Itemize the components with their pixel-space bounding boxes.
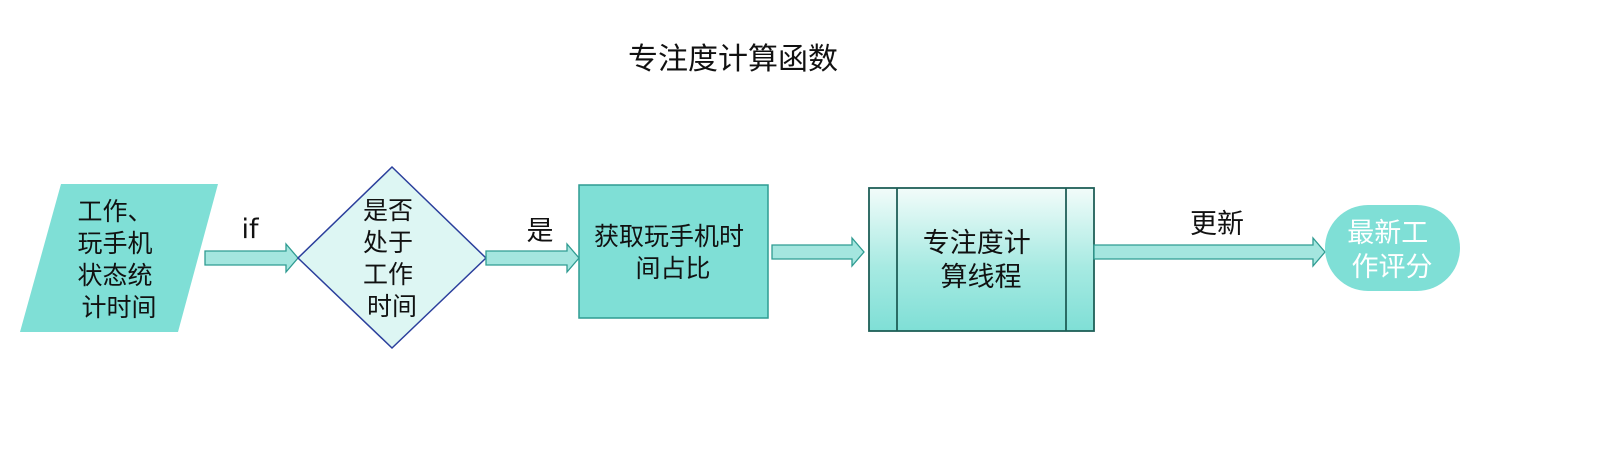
decision-diamond: [296, 165, 488, 350]
process-node-text: 获取玩手机时 间占比: [594, 222, 752, 283]
block-arrow: [1093, 236, 1326, 268]
process-node: 获取玩手机时 间占比: [578, 184, 769, 319]
subprocess-node: 专注度计 算线程: [868, 187, 1095, 332]
edge-label-if: if: [241, 214, 260, 245]
edge-label-update: 更新: [1190, 209, 1244, 240]
input-parallelogram: [20, 184, 218, 332]
terminal-node-line: 最新工: [1347, 218, 1428, 249]
block-arrow: [485, 242, 580, 274]
diagram-title: 专注度计算函数: [628, 42, 838, 77]
input-node-line: 计时间: [81, 293, 156, 322]
decision-node: 是否 处于 工作 时间: [296, 165, 488, 350]
arrow-decision-to-process: 是: [485, 216, 580, 274]
input-node-line: 玩手机: [78, 229, 153, 258]
subprocess-node-line: 算线程: [941, 262, 1022, 293]
arrow-subprocess-to-terminal: 更新: [1093, 209, 1326, 268]
input-node: 工作、 玩手机 状态统 计时间: [20, 184, 218, 332]
block-arrow: [204, 242, 299, 274]
input-node-line: 工作、: [78, 197, 153, 226]
decision-node-line: 是否: [363, 196, 413, 225]
input-node-text: 工作、 玩手机 状态统 计时间: [78, 197, 161, 322]
subprocess-box: [868, 187, 1095, 332]
subprocess-node-text: 专注度计 算线程: [923, 228, 1040, 293]
process-box: [578, 184, 769, 319]
terminal-node-line: 作评分: [1352, 252, 1433, 283]
subprocess-node-line: 专注度计: [923, 228, 1031, 259]
arrow-input-to-decision: if: [204, 214, 299, 274]
decision-node-line: 时间: [367, 292, 417, 321]
arrow-process-to-subprocess: [771, 236, 865, 268]
decision-node-line: 工作: [363, 260, 413, 289]
decision-node-text: 是否 处于 工作 时间: [363, 196, 421, 321]
process-node-line: 获取玩手机时: [594, 222, 744, 251]
block-arrow: [771, 236, 865, 268]
terminal-shape: [1325, 205, 1460, 291]
edge-label-yes: 是: [527, 216, 554, 247]
decision-node-line: 处于: [363, 228, 413, 257]
terminal-node: 最新工 作评分: [1325, 205, 1460, 291]
terminal-node-text: 最新工 作评分: [1347, 218, 1437, 283]
input-node-line: 状态统: [78, 261, 153, 290]
process-node-line: 间占比: [635, 254, 710, 283]
